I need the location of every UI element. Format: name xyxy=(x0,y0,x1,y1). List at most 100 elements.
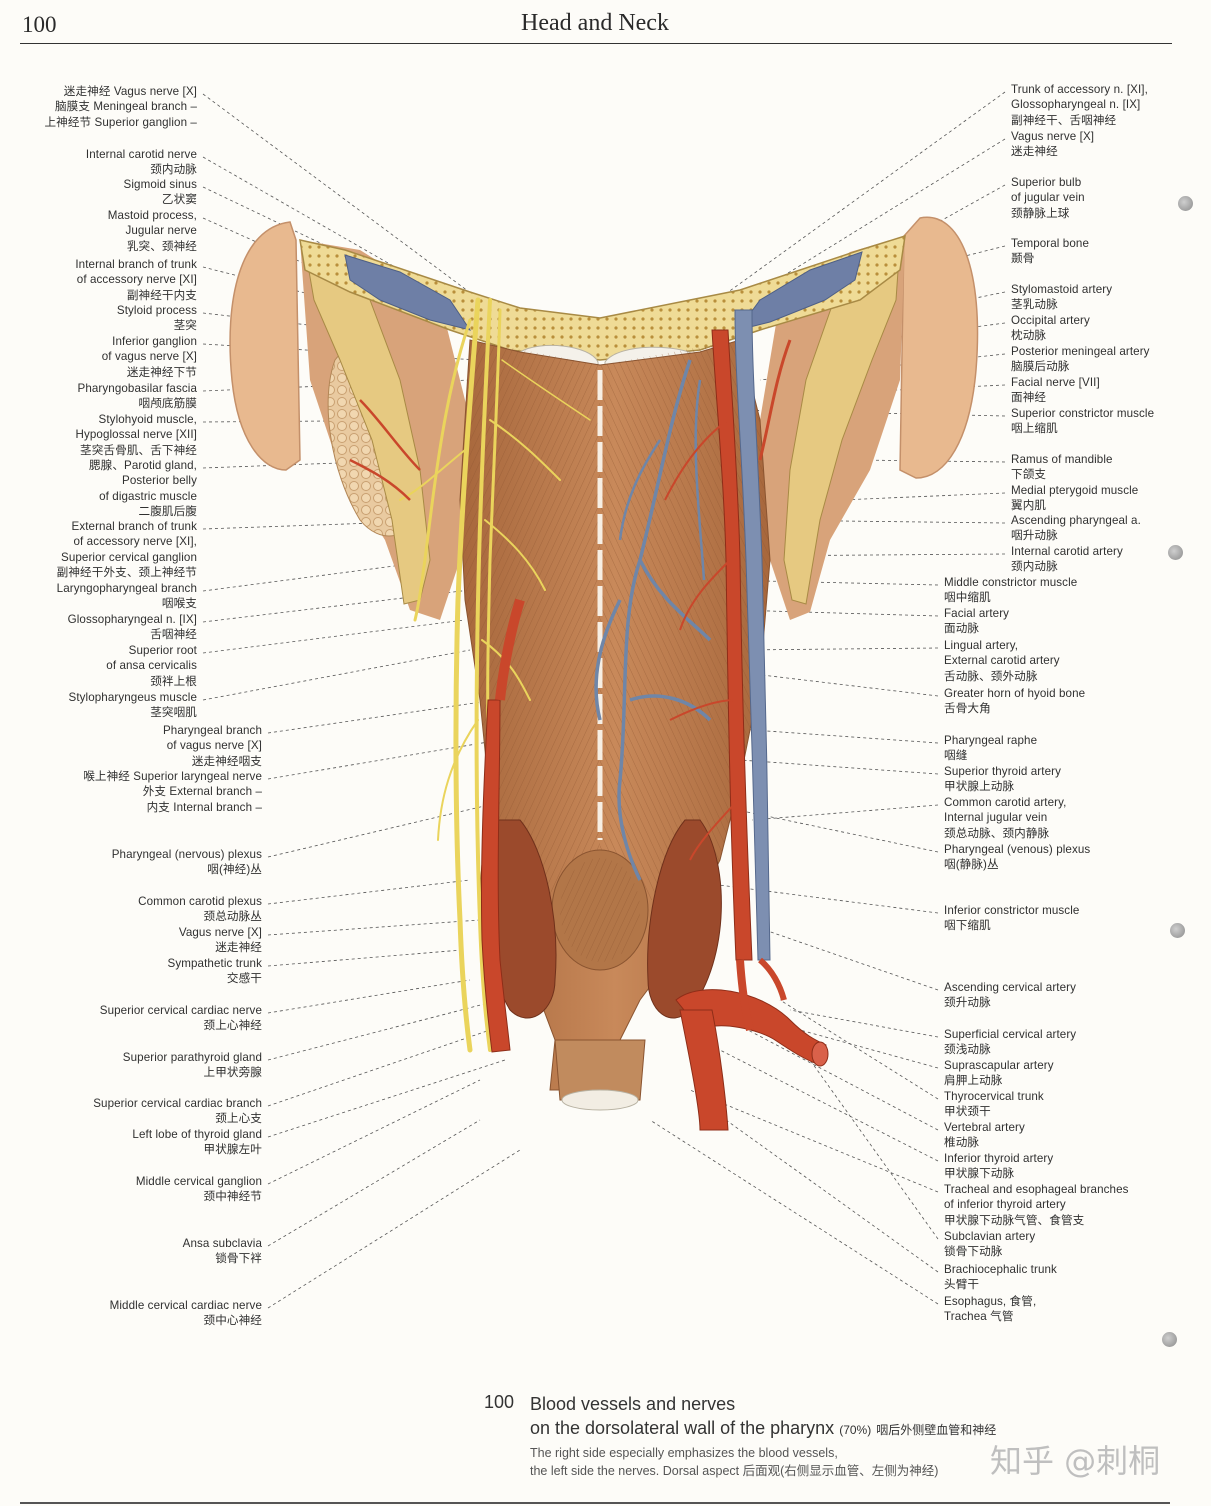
label-tracheal-esophageal-branches: Tracheal and esophageal branches of infe… xyxy=(944,1183,1129,1227)
label-subclavian-artery: Subclavian artery 锁骨下动脉 xyxy=(944,1230,1036,1259)
leader-line xyxy=(789,1009,939,1038)
binder-hole xyxy=(1162,1332,1177,1347)
label-middle-cervical-cardiac-nerve: Middle cervical cardiac nerve 颈中心神经 xyxy=(109,1299,262,1328)
leader-line xyxy=(739,553,1006,557)
leader-line xyxy=(711,1109,939,1273)
left-nerve-bundle xyxy=(399,297,591,1053)
thyrocervical-trunk xyxy=(758,957,787,1001)
leader-line xyxy=(267,949,463,967)
label-glossopharyngeal: Glossopharyngeal n. [IX] 舌咽神经 xyxy=(67,613,197,642)
label-inferior-constrictor: Inferior constrictor muscle 咽下缩肌 xyxy=(944,904,1080,933)
label-common-carotid-jugular: Common carotid artery, Internal jugular … xyxy=(944,796,1067,840)
label-medial-pterygoid: Medial pterygoid muscle 翼内肌 xyxy=(1011,484,1139,513)
figure-number: 100 xyxy=(484,1392,515,1412)
leader-line xyxy=(267,1119,481,1247)
label-styloid-process: Styloid process 茎突 xyxy=(116,304,197,333)
leader-line xyxy=(267,699,496,734)
label-stylopharyngeus: Stylopharyngeus muscle 茎突咽肌 xyxy=(68,691,197,720)
vertebral-artery xyxy=(736,959,754,1031)
skull-base xyxy=(299,234,906,361)
left-sigmoid-sinus xyxy=(344,254,472,331)
label-vagus-meningeal-superior-ganglion: 迷走神经 Vagus nerve [X] 脑膜支 Meningeal branc… xyxy=(44,85,197,129)
label-middle-cervical-ganglion: Middle cervical ganglion 颈中神经节 xyxy=(135,1175,262,1204)
label-internal-carotid-nerve: Internal carotid nerve 颈内动脉 xyxy=(85,148,197,177)
leader-line xyxy=(809,1059,939,1240)
watermark: 知乎 @刺桐 xyxy=(990,1442,1161,1480)
label-esophagus-trachea: Esophagus, 食管, Trachea 气管 xyxy=(944,1295,1037,1324)
label-common-carotid-plexus: Common carotid plexus 颈总动脉丛 xyxy=(138,895,262,924)
label-greater-horn-hyoid: Greater horn of hyoid bone 舌骨大角 xyxy=(944,687,1086,716)
label-internal-branch-accessory: Internal branch of trunk of accessory ne… xyxy=(75,258,197,302)
leader-line xyxy=(649,1119,939,1305)
right-ear xyxy=(899,216,979,479)
figure-title: Blood vessels and nerves on the dorsolat… xyxy=(530,1394,997,1438)
label-internal-carotid-artery: Internal carotid artery 颈内动脉 xyxy=(1011,545,1123,574)
binder-hole xyxy=(1168,545,1183,560)
running-head: Head and Neck xyxy=(521,10,669,36)
header-rule xyxy=(20,43,1172,44)
label-superior-thyroid-artery: Superior thyroid artery 甲状腺上动脉 xyxy=(944,765,1061,794)
leader-line xyxy=(267,979,471,1014)
leader-line xyxy=(202,619,466,654)
leader-line xyxy=(689,1089,939,1193)
label-inferior-thyroid-artery: Inferior thyroid artery 甲状腺下动脉 xyxy=(944,1152,1054,1181)
label-posterior-meningeal-artery: Posterior meningeal artery 脑膜后动脉 xyxy=(1011,345,1150,374)
label-sympathetic-trunk: Sympathetic trunk 交感干 xyxy=(167,957,262,986)
label-temporal-bone: Temporal bone 颞骨 xyxy=(1011,237,1089,266)
label-superior-parathyroid: Superior parathyroid gland 上甲状旁腺 xyxy=(122,1051,262,1080)
label-parotid-digastric: 腮腺、Parotid gland, Posterior belly of dig… xyxy=(88,459,197,519)
label-stylohyoid-hypoglossal: Stylohyoid muscle, Hypoglossal nerve [XI… xyxy=(75,413,197,457)
figure-subtitle: The right side especially emphasizes the… xyxy=(530,1446,939,1478)
page-number: 100 xyxy=(22,12,57,37)
label-suprascapular-artery: Suprascapular artery 肩胛上动脉 xyxy=(944,1059,1054,1088)
label-mastoid-jugular-nerve: Mastoid process, Jugular nerve 乳突、颈神经 xyxy=(107,209,197,253)
label-superior-laryngeal-nerve: 喉上神经 Superior laryngeal nerve 外支 Externa… xyxy=(83,770,262,814)
leader-line xyxy=(267,999,501,1061)
leader-line xyxy=(779,999,939,1100)
label-left-lobe-thyroid: Left lobe of thyroid gland 甲状腺左叶 xyxy=(132,1128,262,1157)
internal-jugular-vein xyxy=(734,309,771,961)
label-facial-nerve: Facial nerve [VII] 面神经 xyxy=(1011,376,1100,405)
leader-line xyxy=(202,519,461,530)
leader-line xyxy=(719,91,1006,299)
label-middle-constrictor: Middle constrictor muscle 咽中缩肌 xyxy=(944,576,1078,605)
label-ansa-subclavia: Ansa subclavia 锁骨下袢 xyxy=(182,1237,262,1266)
label-superficial-cervical-artery: Superficial cervical artery 颈浅动脉 xyxy=(944,1028,1077,1057)
figure-title-cn: 咽后外侧壁血管和神经 xyxy=(876,1423,997,1437)
label-ascending-cervical-artery: Ascending cervical artery 颈升动脉 xyxy=(944,981,1077,1010)
label-vagus-nerve-right: Vagus nerve [X] 迷走神经 xyxy=(1011,130,1095,159)
pharyngeal-venous-plexus xyxy=(594,359,712,881)
left-ear xyxy=(229,221,301,471)
footer-rule xyxy=(20,1502,1170,1504)
right-sigmoid-sinus xyxy=(736,251,863,331)
label-external-branch-accessory: External branch of trunk of accessory ne… xyxy=(56,520,197,580)
label-lingual-external-carotid: Lingual artery, External carotid artery … xyxy=(944,639,1060,683)
label-stylomastoid-artery: Stylomastoid artery 茎乳动脉 xyxy=(1011,283,1113,312)
label-inferior-ganglion-vagus: Inferior ganglion of vagus nerve [X] 迷走神… xyxy=(101,335,197,379)
label-superior-constrictor: Superior constrictor muscle 咽上缩肌 xyxy=(1011,407,1155,436)
label-trunk-accessory-glossopharyngeal: Trunk of accessory n. [XI], Glossopharyn… xyxy=(1011,83,1148,127)
label-superior-root-ansa: Superior root of ansa cervicalis 颈袢上根 xyxy=(106,644,197,688)
label-occipital-artery: Occipital artery 枕动脉 xyxy=(1011,314,1090,343)
label-superior-cervical-cardiac-branch: Superior cervical cardiac branch 颈上心支 xyxy=(93,1097,262,1126)
label-brachiocephalic-trunk: Brachiocephalic trunk 头臂干 xyxy=(944,1263,1057,1292)
label-pharyngeal-raphe: Pharyngeal raphe 咽缝 xyxy=(944,734,1038,763)
label-pharyngeal-branch-vagus: Pharyngeal branch of vagus nerve [X] 迷走神… xyxy=(162,724,262,768)
label-sigmoid-sinus: Sigmoid sinus 乙状窦 xyxy=(123,178,197,207)
label-superior-bulb-jugular: Superior bulb of jugular vein 颈静脉上球 xyxy=(1011,176,1085,220)
binder-hole xyxy=(1178,196,1193,211)
label-laryngopharyngeal-branch: Laryngopharyngeal branch 咽喉支 xyxy=(56,582,197,611)
figure-scale: (70%) xyxy=(839,1423,872,1437)
leader-line xyxy=(734,609,939,617)
brachiocephalic-trunk xyxy=(679,1009,729,1131)
trachea-cut xyxy=(561,1089,639,1111)
label-vertebral-artery: Vertebral artery 椎动脉 xyxy=(944,1121,1025,1150)
leader-line xyxy=(267,879,471,905)
label-pharyngobasilar-fascia: Pharyngobasilar fascia 咽颅底筋膜 xyxy=(77,382,197,411)
label-vagus-nerve-lower: Vagus nerve [X] 迷走神经 xyxy=(178,926,262,955)
carotid-artery xyxy=(711,329,753,961)
label-facial-artery: Facial artery 面动脉 xyxy=(944,607,1010,636)
label-ramus-mandible: Ramus of mandible 下颌支 xyxy=(1011,453,1113,482)
binder-hole xyxy=(1170,923,1185,938)
label-ascending-pharyngeal-artery: Ascending pharyngeal a. 咽升动脉 xyxy=(1011,514,1141,543)
